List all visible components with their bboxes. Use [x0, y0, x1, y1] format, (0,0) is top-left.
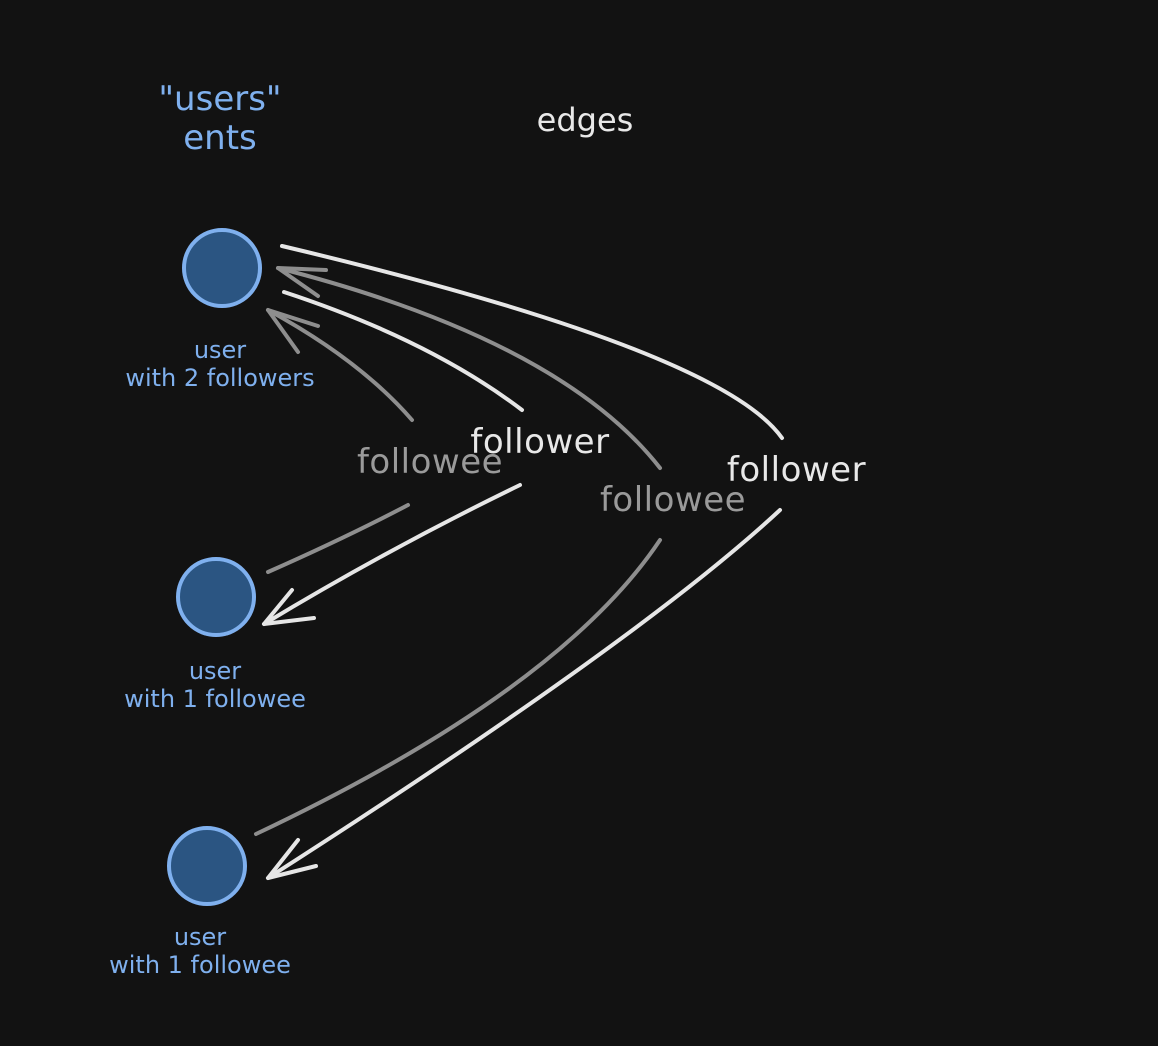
heading-users: "users" ents	[120, 79, 320, 159]
node-user-3	[167, 826, 247, 906]
node-label-user-1-line2: with 2 followers	[125, 363, 315, 392]
edge-label-followee-1: followee	[356, 442, 504, 482]
node-user-2	[176, 557, 256, 637]
node-label-user-2-line1: user	[188, 657, 242, 685]
heading-users-line1: "users"	[158, 79, 282, 119]
edge-followee-2-upper	[276, 266, 662, 470]
edge-label-follower-2: follower	[726, 450, 867, 490]
edge-followee-2-arrowhead	[276, 266, 328, 298]
edge-label-followee-2: followee	[599, 480, 747, 520]
edge-followee-1	[266, 308, 414, 574]
node-user-1	[182, 228, 262, 308]
edge-follower-1-upper	[282, 290, 524, 412]
edge-label-follower-1: follower	[470, 422, 610, 462]
edge-followee-2-lower	[254, 538, 662, 836]
edge-follower-1	[262, 290, 524, 626]
edge-follower-2-lower	[266, 508, 782, 880]
edge-follower-1-lower	[262, 483, 522, 626]
edge-followee-2	[254, 266, 662, 836]
edge-followee-1-lower	[266, 503, 410, 574]
heading-users-line2: ents	[183, 118, 257, 159]
node-label-user-3: user with 1 followee	[50, 923, 350, 979]
edge-followee-1-upper	[266, 308, 414, 422]
edge-follower-2-upper	[280, 244, 784, 440]
edge-follower-1-arrowhead	[262, 588, 316, 626]
edge-follower-2-arrowhead	[266, 838, 318, 880]
node-label-user-2-line2: with 1 followee	[124, 684, 306, 713]
edge-followee-1-arrowhead	[266, 308, 320, 354]
node-label-user-1-line1: user	[193, 336, 247, 364]
node-label-user-1: user with 2 followers	[60, 336, 380, 392]
edge-follower-2	[266, 244, 784, 880]
node-label-user-3-line1: user	[173, 923, 227, 951]
node-label-user-2: user with 1 followee	[60, 657, 370, 713]
node-label-user-3-line2: with 1 followee	[109, 950, 291, 979]
heading-edges: edges	[536, 101, 634, 139]
